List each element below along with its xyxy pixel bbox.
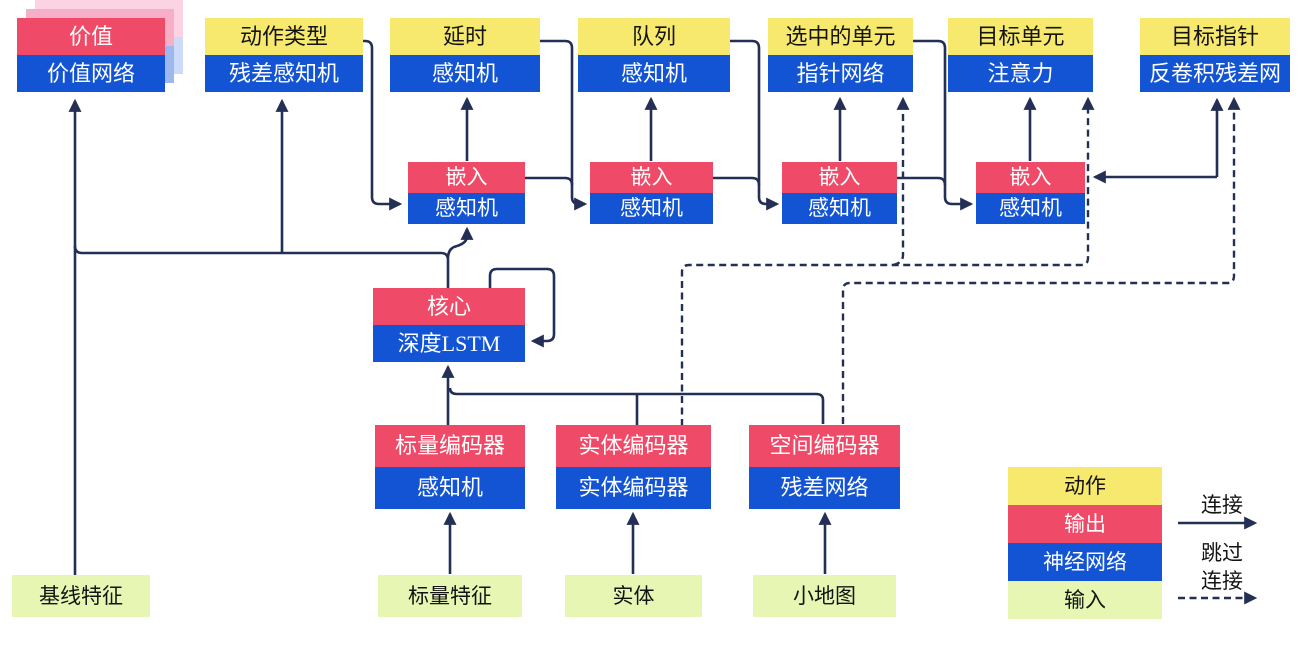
entity-encoder-head: 实体编码器 (556, 425, 711, 467)
embed-2-head: 嵌入 (590, 162, 713, 193)
action-type-body: 残差感知机 (205, 55, 363, 92)
target-unit-head: 目标单元 (948, 18, 1093, 55)
value-body: 价值网络 (17, 55, 165, 92)
minimap-label: 小地图 (753, 575, 896, 617)
skip-entityenc-to-attention (680, 96, 1095, 426)
embed-2-body: 感知机 (590, 193, 713, 224)
edge-selected-to-embed4 (913, 39, 974, 211)
embed-4-body: 感知机 (976, 193, 1085, 224)
legend-input: 输入 (1008, 581, 1162, 619)
edge-delay-to-embed2 (540, 39, 588, 211)
embed-4-head: 嵌入 (976, 162, 1085, 193)
node-action-type: 动作类型 残差感知机 (205, 18, 363, 92)
node-entities: 实体 (565, 575, 702, 617)
node-embed-4: 嵌入 感知机 (976, 162, 1085, 224)
legend-output: 输出 (1008, 505, 1162, 543)
core-body: 深度LSTM (373, 325, 525, 362)
scalar-features-label: 标量特征 (378, 575, 522, 617)
node-baseline-features: 基线特征 (12, 575, 150, 617)
edge-core-output-trunk (73, 245, 450, 289)
legend-action: 动作 (1008, 467, 1162, 505)
edge-core-self-loop (488, 267, 556, 348)
node-spatial-encoder: 空间编码器 残差网络 (749, 425, 900, 509)
node-target-pointer: 目标指针 反卷积残差网 (1140, 18, 1290, 92)
edge-embed1-to-embed2 (525, 176, 574, 186)
node-target-unit: 目标单元 注意力 (948, 18, 1093, 92)
legend-skip-label-line2: 连接 (1201, 569, 1243, 593)
embed-3-body: 感知机 (782, 193, 897, 224)
entities-label: 实体 (565, 575, 702, 617)
node-scalar-features: 标量特征 (378, 575, 522, 617)
entity-encoder-body: 实体编码器 (556, 467, 711, 509)
embed-1-head: 嵌入 (408, 162, 525, 193)
edge-queue-to-embed3 (730, 39, 780, 211)
queue-body: 感知机 (578, 55, 730, 92)
node-selected-units: 选中的单元 指针网络 (768, 18, 913, 92)
value-head: 价值 (17, 18, 165, 55)
legend-neural-network: 神经网络 (1008, 543, 1162, 581)
target-unit-body: 注意力 (948, 55, 1093, 92)
spatial-encoder-body: 残差网络 (749, 467, 900, 509)
baseline-features-label: 基线特征 (12, 575, 150, 617)
scalar-encoder-body: 感知机 (375, 467, 525, 509)
node-value: 价值 价值网络 (17, 18, 165, 92)
node-queue: 队列 感知机 (578, 18, 730, 92)
target-pointer-head: 目标指针 (1140, 18, 1290, 55)
skip-branch-to-pointernet (892, 96, 910, 267)
delay-body: 感知机 (390, 55, 540, 92)
node-embed-2: 嵌入 感知机 (590, 162, 713, 224)
node-minimap: 小地图 (753, 575, 896, 617)
selected-units-body: 指针网络 (768, 55, 913, 92)
spatial-encoder-head: 空间编码器 (749, 425, 900, 467)
node-entity-encoder: 实体编码器 实体编码器 (556, 425, 711, 509)
legend-color-stack: 动作 输出 神经网络 输入 (1008, 467, 1162, 619)
embed-1-body: 感知机 (408, 193, 525, 224)
delay-head: 延时 (390, 18, 540, 55)
legend-skip-label-line1: 跳过 (1201, 541, 1243, 565)
edge-trunk-to-embed1 (446, 226, 474, 259)
scalar-encoder-head: 标量编码器 (375, 425, 525, 467)
node-embed-1: 嵌入 感知机 (408, 162, 525, 224)
action-type-head: 动作类型 (205, 18, 363, 55)
node-embed-3: 嵌入 感知机 (782, 162, 897, 224)
edge-embed3-to-embed4 (897, 176, 947, 186)
edge-embed2-to-embed3 (713, 176, 761, 186)
queue-head: 队列 (578, 18, 730, 55)
selected-units-head: 选中的单元 (768, 18, 913, 55)
legend-connection-label: 连接 (1201, 493, 1243, 517)
node-scalar-encoder: 标量编码器 感知机 (375, 425, 525, 509)
node-delay: 延时 感知机 (390, 18, 540, 92)
node-core: 核心 深度LSTM (373, 288, 525, 362)
core-head: 核心 (373, 288, 525, 325)
edge-actiontype-to-embed1 (363, 39, 403, 211)
skip-spatialenc-to-deconv (841, 96, 1241, 424)
edge-spatialenc-merge (448, 387, 825, 424)
embed-3-head: 嵌入 (782, 162, 897, 193)
target-pointer-body: 反卷积残差网 (1140, 55, 1290, 92)
